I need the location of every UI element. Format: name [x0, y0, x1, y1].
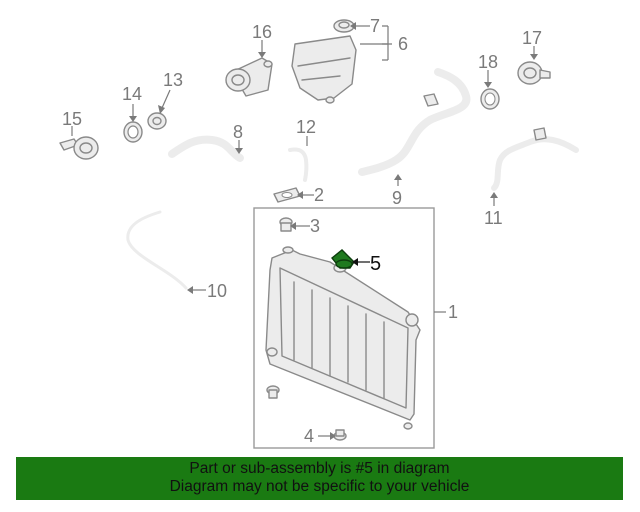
- part-3-drain-plug[interactable]: [279, 217, 293, 232]
- part-5-radiator-cap[interactable]: [331, 249, 355, 269]
- part-13-thermostat[interactable]: [147, 112, 167, 130]
- arrow-2: [297, 191, 303, 199]
- callout-8: 8: [233, 122, 243, 142]
- part-17-water-inlet[interactable]: [517, 61, 551, 85]
- banner-line-1: Part or sub-assembly is #5 in diagram: [189, 460, 450, 477]
- arrow-11: [490, 192, 498, 198]
- callout-15: 15: [62, 109, 82, 129]
- part-12-hose[interactable]: [288, 147, 309, 182]
- arrow-13: [158, 105, 165, 114]
- bracket-6-7: [382, 25, 392, 61]
- callout-10: 10: [207, 281, 227, 301]
- arrow-10: [187, 286, 193, 294]
- arrow-8: [235, 148, 243, 154]
- info-banner: Part or sub-assembly is #5 in diagram Di…: [16, 457, 623, 500]
- arrow-5: [352, 258, 358, 266]
- callout-13: 13: [163, 70, 183, 90]
- callout-16: 16: [252, 22, 272, 42]
- arrow-7: [350, 22, 356, 30]
- callout-12: 12: [296, 117, 316, 137]
- arrow-3: [290, 222, 296, 230]
- callout-14: 14: [122, 84, 142, 104]
- callout-6: 6: [398, 34, 408, 54]
- part-7-reservoir-cap[interactable]: [333, 19, 355, 33]
- callout-17: 17: [522, 28, 542, 48]
- callout-7: 7: [370, 16, 380, 36]
- arrow-9: [394, 174, 402, 180]
- part-18-gasket[interactable]: [480, 88, 500, 110]
- part-9-hose[interactable]: [358, 68, 471, 176]
- callout-4: 4: [304, 426, 314, 446]
- part-10-overflow-hose[interactable]: [126, 210, 188, 290]
- part-14-gasket[interactable]: [123, 121, 143, 143]
- banner-line-2: Diagram may not be specific to your vehi…: [169, 478, 470, 495]
- part-8-hose[interactable]: [168, 135, 244, 162]
- callout-2: 2: [314, 185, 324, 205]
- callout-9: 9: [392, 188, 402, 208]
- arrow-16: [258, 52, 266, 58]
- arrow-4: [330, 432, 336, 440]
- callout-3: 3: [310, 216, 320, 236]
- leader-13: [161, 89, 171, 109]
- callout-11: 11: [484, 208, 503, 228]
- part-15-fitting[interactable]: [59, 136, 99, 160]
- arrow-14: [129, 116, 137, 122]
- part-6-reservoir-tank[interactable]: [291, 35, 357, 104]
- radiator-assembly-box: [253, 207, 435, 449]
- part-2-gasket[interactable]: [273, 187, 301, 203]
- callout-5: 5: [370, 253, 381, 275]
- arrow-18: [484, 82, 492, 88]
- radiator-mount-stud: [266, 385, 280, 399]
- parts-diagram: 15 14 13 8 16 7: [59, 16, 579, 449]
- callout-18: 18: [478, 52, 498, 72]
- callout-1: 1: [448, 302, 458, 322]
- arrow-17: [530, 54, 538, 60]
- part-1-radiator[interactable]: [265, 246, 421, 430]
- part-11-pipe[interactable]: [491, 127, 579, 191]
- part-16-water-outlet[interactable]: [225, 57, 273, 97]
- part-4-bolt[interactable]: [333, 429, 347, 441]
